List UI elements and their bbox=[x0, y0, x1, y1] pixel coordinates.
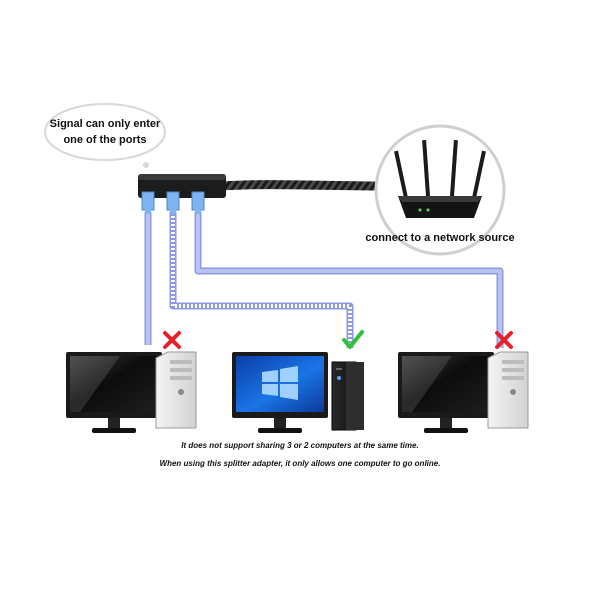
monitor-center bbox=[232, 352, 328, 433]
red-x-icon bbox=[495, 331, 513, 349]
rj45-plug-left bbox=[141, 191, 155, 214]
monitor-left bbox=[66, 352, 162, 433]
router-bubble: connect to a network source bbox=[365, 124, 515, 256]
tower-left bbox=[155, 351, 197, 429]
computer-center bbox=[232, 330, 364, 433]
router-icon bbox=[394, 139, 486, 218]
computer-left bbox=[66, 331, 197, 433]
braided-cable bbox=[221, 180, 381, 191]
tower-right bbox=[487, 351, 529, 429]
caption-line-2: When using this splitter adapter, it onl… bbox=[159, 459, 441, 468]
monitor-right bbox=[398, 352, 494, 433]
computer-right bbox=[398, 331, 529, 433]
windows-logo-icon bbox=[262, 366, 298, 400]
callout-bubble: Signal can only enter one of the ports bbox=[44, 103, 166, 168]
green-check-icon bbox=[342, 330, 364, 349]
rj45-plug-right bbox=[191, 191, 205, 214]
callout-line-2: one of the ports bbox=[63, 134, 146, 146]
splitter-adapter bbox=[138, 174, 381, 214]
rj45-plug-middle bbox=[166, 191, 180, 214]
red-x-icon bbox=[163, 331, 181, 349]
callout-line-1: Signal can only enter bbox=[50, 118, 161, 130]
ethernet-cables bbox=[144, 212, 504, 348]
caption-line-1: It does not support sharing 3 or 2 compu… bbox=[181, 441, 419, 450]
tower-center bbox=[331, 361, 364, 431]
router-label: connect to a network source bbox=[365, 232, 514, 244]
